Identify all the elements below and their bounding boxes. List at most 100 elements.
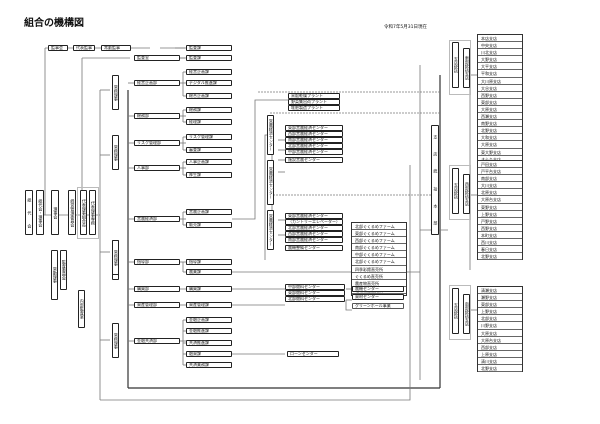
econ-center-group-label: 営農経済センター	[267, 210, 274, 250]
branch-item: 上野支店	[478, 211, 522, 218]
branch-item: 大原台支店	[478, 337, 522, 344]
standing-auditor-box: 常勤監事	[101, 45, 131, 51]
branch-item: 本店支店	[478, 35, 522, 43]
department-box: 資産管理部	[134, 302, 180, 308]
branch-item: 東部支店	[478, 301, 522, 309]
branch-item: 大原支店	[478, 141, 522, 149]
department-box: 総務部	[134, 113, 180, 119]
department-box: 監査室	[134, 55, 180, 61]
branch-group-frame	[449, 285, 471, 340]
econ-center-box: 南部営農経済センター	[285, 137, 343, 143]
branch-item: 平和支店	[478, 70, 522, 78]
econ-mid-box: 東部営農経済センター	[285, 213, 343, 219]
section-box: 審査課	[186, 147, 232, 153]
standing-directors-box: 常勤理事	[51, 250, 58, 300]
branch-item: 北野支店	[478, 365, 522, 373]
section-box: 農業課	[186, 269, 232, 275]
branch-item: 川北支店	[478, 49, 522, 57]
as-of-date: 令和7年5月31日現在	[384, 25, 427, 30]
vice-president-box: 代表理事専務	[89, 190, 96, 235]
plant-box: 野菜集出荷プラント	[288, 99, 340, 105]
department-box: リスク管理部	[134, 140, 180, 146]
director-box-2: 常務理事	[112, 135, 119, 170]
page-title: 組合の機構図	[24, 18, 84, 29]
branch-item: 北野支店	[478, 127, 522, 135]
section-box: リスク管理課	[186, 134, 232, 140]
president-group	[77, 187, 99, 239]
branch-item: 上野支店	[478, 308, 522, 316]
branch-item: 瀬野支店	[478, 294, 522, 302]
branch-item: 大平支店	[478, 63, 522, 71]
director-box-4: 常務理事	[112, 323, 119, 358]
econ-mid-box: 南部営農経済センター	[285, 237, 343, 243]
econ-mid-box: （カントリーエレベーター）	[285, 219, 343, 225]
section-box: 指導課	[186, 259, 232, 265]
section-box: 金融推進課	[186, 328, 232, 334]
section-box: 総務課	[186, 107, 232, 113]
branch-item: 清瀬支店	[478, 287, 522, 295]
plant-box: 米穀乾燥プラント	[288, 93, 340, 99]
econ-mid-box: 西部営農経済センター	[285, 231, 343, 237]
branch-item: 東部支店	[478, 99, 522, 106]
branch-item: 西部支店	[478, 344, 522, 351]
section-box: 資産管理課	[186, 302, 232, 308]
branch-item: 大原支店	[478, 106, 522, 114]
econ-center-box: 東部営農経済センター	[285, 125, 343, 131]
shop-list: 北部ぐくるめファーム 東部ぐくるめファーム 西部ぐくるめファーム 南部ぐくるめフ…	[351, 222, 407, 296]
section-box: 経営企画課	[186, 69, 232, 75]
branch-item: 大原台支店	[478, 196, 522, 204]
branch-item: 東野支店	[478, 204, 522, 211]
econ-mid-special-box: 農機整備センター	[285, 245, 343, 251]
branch-item: 西瀬支店	[478, 113, 522, 121]
board-meeting-box: 総代会・理事会	[36, 190, 44, 235]
branch-item: 本町支店	[478, 232, 522, 240]
branch-item: 大野支店	[478, 56, 522, 64]
branch-group-label: 東部統括支店	[463, 48, 470, 88]
department-box: 指導部	[134, 259, 180, 265]
section-box: 厚生課	[186, 172, 232, 178]
branch-item: 西川支店	[478, 239, 522, 247]
branch-item: 大川原支店	[478, 78, 522, 85]
branch-item: 上原支店	[478, 351, 522, 358]
shop-item: 中部ぐくるめファーム	[352, 251, 406, 259]
shop-item: 東部ぐくるめファーム	[352, 230, 406, 238]
branch-item: 大谷支店	[478, 85, 522, 92]
branch-item: 戸野支店	[478, 218, 522, 225]
branch-item: 春日支店	[478, 246, 522, 254]
econ-special-box: 施設営農センター	[285, 157, 343, 163]
director-box-1: 常務理事	[112, 75, 119, 110]
branch-item: 大原支店	[478, 330, 522, 337]
shop-item: 北部ぐくるめファーム	[352, 258, 406, 266]
branch-hq-box: 支店統括本部	[431, 125, 439, 235]
board-of-directors-box: 理事会	[51, 190, 59, 235]
branch-item: 東大野支店	[478, 149, 522, 156]
shop-item: 四季彩館直売所	[352, 266, 406, 273]
branch-item: 川野支店	[478, 322, 522, 330]
econ-center-box: 北部営農経済センター	[285, 143, 343, 149]
audit-committee-box: 監査委員会	[60, 250, 67, 290]
section-box: 購買課	[186, 286, 232, 292]
branch-item: 中央支店	[478, 42, 522, 50]
shop-item: 北部ぐくるめファーム	[352, 223, 406, 231]
branch-group-label: 支店統括	[452, 288, 459, 334]
branch-item: 戸田支店	[478, 161, 522, 169]
branch-item: 大川支店	[478, 182, 522, 190]
department-box: 経営企画部	[134, 80, 180, 86]
econ-center-box: 西部営農経済センター	[285, 131, 343, 137]
auditor-board-box: 監事会	[48, 45, 68, 51]
branch-item: 北野支店	[478, 253, 522, 261]
department-box: 購買部	[134, 286, 180, 292]
branch-group-label: 南部統括支店	[463, 294, 470, 334]
section-box: 融資課	[186, 351, 232, 357]
branch-item: 戸平台支店	[478, 168, 522, 176]
branch-item: 西野支店	[478, 92, 522, 99]
econ-center-box: 中部営農経済センター	[285, 149, 343, 155]
representative-auditor-box: 代表監事	[73, 45, 95, 51]
executive-board-box: 経営管理委員会	[68, 190, 76, 235]
shop-item: 南部ぐくるめファーム	[352, 244, 406, 252]
branch-list: 清瀬支店瀬野支店東部支店上野支店北部支店川野支店大原支店大原台支店西部支店上原支…	[477, 286, 523, 373]
fuel-center-box: 北部燃料センター	[285, 296, 345, 302]
internal-audit-box: 内部監査室	[78, 290, 85, 328]
econ-center-group-label: 営農経済センター	[267, 115, 274, 155]
